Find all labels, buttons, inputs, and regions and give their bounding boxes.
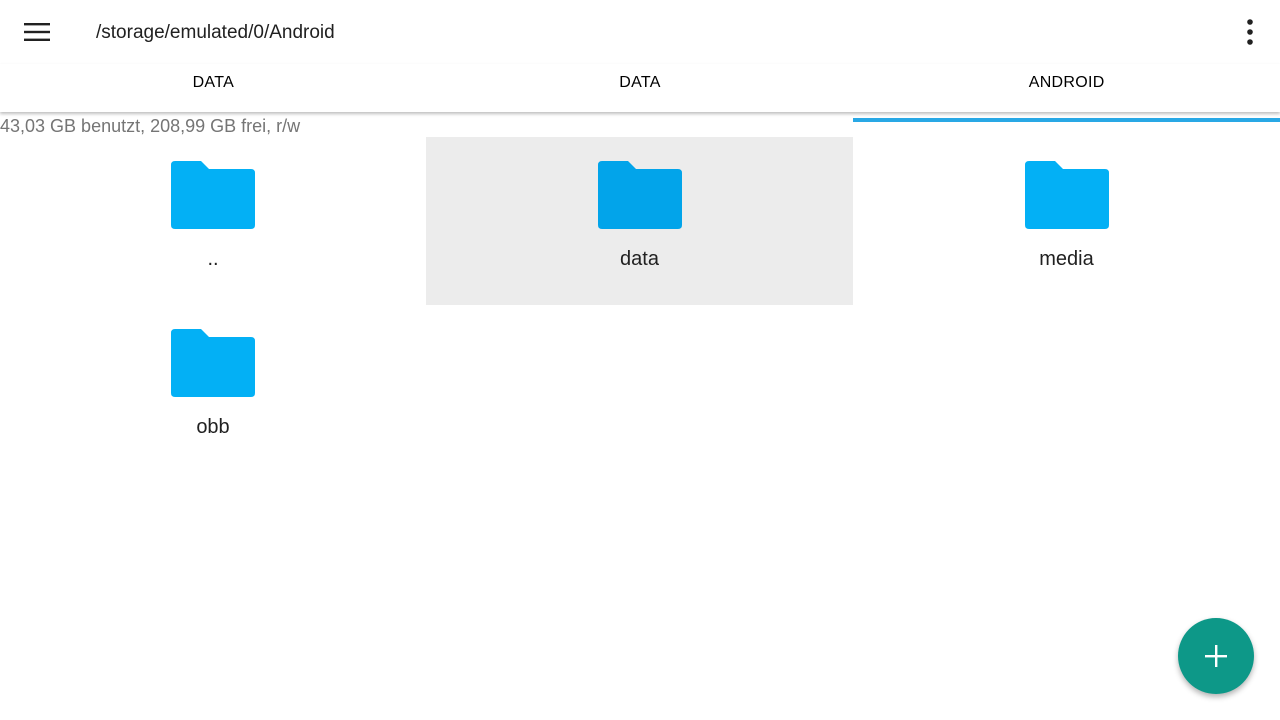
folder-icon <box>1024 161 1109 229</box>
more-vert-icon <box>1247 19 1253 45</box>
tab-android[interactable]: ANDROID <box>853 54 1280 122</box>
folder-item-data[interactable]: data <box>426 137 853 305</box>
add-button[interactable] <box>1178 618 1254 694</box>
folder-icon <box>597 161 682 229</box>
folder-icon <box>171 161 255 229</box>
folder-item-obb[interactable]: obb <box>0 305 426 473</box>
menu-button[interactable] <box>17 12 57 52</box>
path-tabs: DATA DATA ANDROID <box>0 64 1280 122</box>
folder-icon <box>171 329 255 397</box>
storage-info: 43,03 GB benutzt, 208,99 GB frei, r/w <box>0 116 301 136</box>
folder-item-parent[interactable]: .. <box>0 137 426 305</box>
overflow-menu-button[interactable] <box>1230 12 1270 52</box>
file-grid: .. data media obb <box>0 137 1280 473</box>
plus-icon <box>1205 645 1227 667</box>
tab-data-1[interactable]: DATA <box>192 74 235 91</box>
folder-label: .. <box>207 248 219 270</box>
tab-data-2[interactable]: DATA <box>619 74 661 91</box>
folder-label: data <box>620 248 659 270</box>
folder-label: obb <box>196 416 230 438</box>
hamburger-menu-icon <box>24 23 50 41</box>
folder-item-media[interactable]: media <box>853 137 1280 305</box>
folder-label: media <box>1039 248 1094 270</box>
current-path-title: /storage/emulated/0/Android <box>96 22 335 43</box>
app-toolbar: /storage/emulated/0/Android <box>0 0 1280 64</box>
